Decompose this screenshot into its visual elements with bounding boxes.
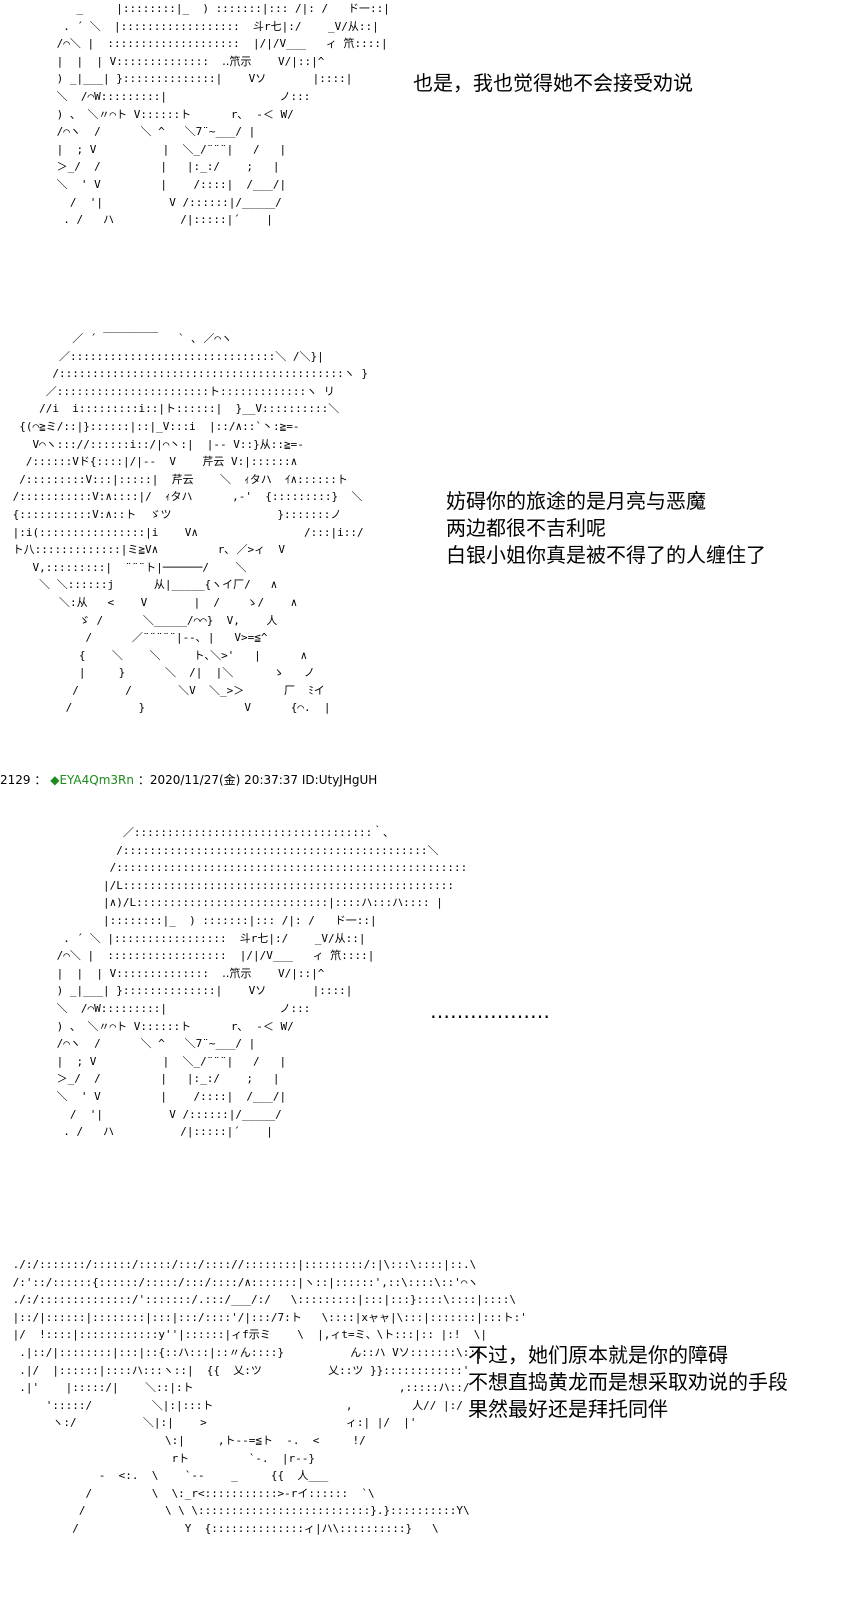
dialogue-panel-4: 不过，她们原本就是你的障碍 不想直捣黄龙而是想采取劝说的手段 果然最好还是拜托同… bbox=[468, 1342, 788, 1423]
dialogue-line: ……………… bbox=[430, 999, 550, 1023]
dialogue-line: 白银小姐你真是被不得了的人缠住了 bbox=[446, 543, 766, 567]
dialogue-line: 两边都很不吉利呢 bbox=[446, 516, 606, 540]
dialogue-panel-2: 妨碍你的旅途的是月亮与恶魔 两边都很不吉利呢 白银小姐你真是被不得了的人缠住了 bbox=[446, 488, 766, 569]
post-separator: ： bbox=[34, 773, 47, 787]
dialogue-panel-1: 也是，我也觉得她不会接受劝说 bbox=[413, 70, 693, 97]
poster-trip[interactable]: EYA4Qm3Rn bbox=[59, 773, 134, 787]
post-datetime: ：2020/11/27(金) 20:37:37 ID:UtyJHgUH bbox=[137, 773, 378, 787]
ascii-art-panel-1: _ |::::::::|_ ) :::::::|::: /|: / ド一::| … bbox=[56, 2, 390, 227]
trip-diamond-icon: ◆ bbox=[50, 773, 60, 787]
dialogue-line: 也是，我也觉得她不会接受劝说 bbox=[413, 71, 693, 95]
dialogue-line: 不想直捣黄龙而是想采取劝说的手段 bbox=[468, 1370, 788, 1394]
post-number: 2129 bbox=[0, 773, 31, 787]
ascii-art-panel-2: ／ ´ ￣￣￣￣￣ ` ､ ／⌒ヽ ／:::::::::::::::::::::… bbox=[12, 332, 368, 715]
dialogue-line: 妨碍你的旅途的是月亮与恶魔 bbox=[446, 489, 706, 513]
ascii-art-panel-4: ./:/:::::::/::::::/:::::/:::/:::://:::::… bbox=[12, 1258, 527, 1535]
dialogue-line: 果然最好还是拜托同伴 bbox=[468, 1397, 668, 1421]
post-header: 2129 ： ◆EYA4Qm3Rn ：2020/11/27(金) 20:37:3… bbox=[0, 772, 377, 788]
dialogue-panel-3: ……………… bbox=[430, 998, 550, 1025]
dialogue-line: 不过，她们原本就是你的障碍 bbox=[468, 1343, 728, 1367]
ascii-art-panel-3: ／::::::::::::::::::::::::::::::::::::｀､ … bbox=[56, 826, 468, 1139]
